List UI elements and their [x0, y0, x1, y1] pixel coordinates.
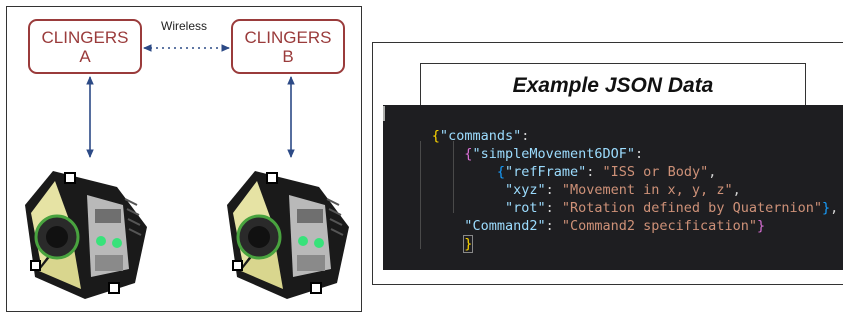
- json-code-block: {"commands": {"simpleMovement6DOF": {"re…: [383, 105, 843, 270]
- json-example-panel: Example JSON Data {"commands": {"simpleM…: [372, 42, 843, 285]
- system-diagram-panel: CLINGERS A CLINGERS B Wireless: [6, 6, 362, 312]
- wireless-label: Wireless: [161, 19, 208, 33]
- clingers-b-node: CLINGERS B: [231, 19, 345, 74]
- astrobee-robot-b-image: [225, 169, 351, 301]
- code-line-7: }: [463, 235, 474, 253]
- indent-guide: [420, 141, 421, 249]
- code-line-4: "xyz": "Movement in x, y, z",: [504, 182, 741, 198]
- indent-guide: [453, 141, 454, 213]
- code-line-1: {"commands":: [431, 128, 530, 144]
- clingers-a-node: CLINGERS A: [28, 19, 142, 74]
- code-line-5: "rot": "Rotation defined by Quaternion"}…: [504, 200, 839, 216]
- astrobee-robot-a-image: [23, 169, 149, 301]
- clingers-a-letter: A: [79, 47, 91, 66]
- code-line-6: "Command2": "Command2 specification"}: [464, 218, 766, 234]
- code-line-2: {"simpleMovement6DOF":: [464, 146, 644, 162]
- clingers-b-letter: B: [282, 47, 294, 66]
- example-title: Example JSON Data: [420, 63, 806, 105]
- text-caret: [383, 106, 385, 121]
- clingers-a-name: CLINGERS: [41, 28, 129, 47]
- code-line-3: {"refFrame": "ISS or Body",: [496, 164, 717, 180]
- diagram-graphics: [23, 44, 351, 301]
- clingers-b-name: CLINGERS: [244, 28, 332, 47]
